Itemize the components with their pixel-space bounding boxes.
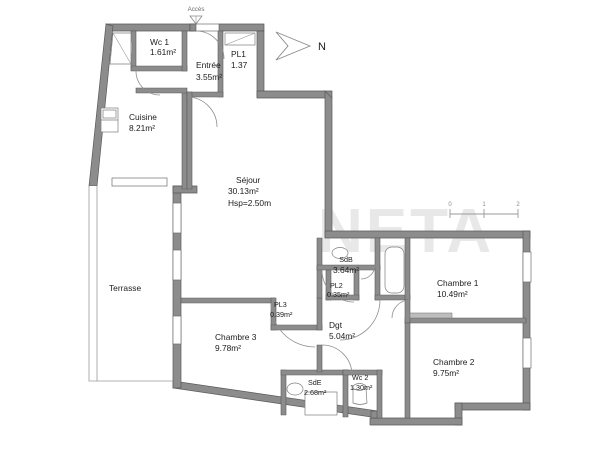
room-label-chambre2: Chambre 2 — [433, 357, 475, 367]
room-label-pl2: PL2 — [330, 281, 343, 290]
scale-tick-1: 1 — [482, 202, 486, 208]
window — [195, 23, 220, 32]
room-area-chambre2: 9.75m² — [433, 368, 459, 378]
window — [172, 315, 182, 345]
room-area-pl1: 1.37 — [231, 60, 248, 70]
room-hsp-sejour: Hsp=2.50m — [228, 198, 271, 208]
sde-sink-fixture — [286, 382, 304, 396]
room-area-cuisine: 8.21m² — [129, 123, 155, 133]
shower-fixture — [304, 391, 338, 416]
door-sliders — [409, 312, 453, 319]
room-area-chambre3: 9.78m² — [215, 343, 241, 353]
window — [111, 177, 168, 187]
bathtub-fixture — [384, 246, 405, 294]
room-area-dgt: 5.04m² — [329, 331, 355, 341]
room-label-sejour: Séjour — [236, 175, 260, 185]
scale-tick-0: 0 — [448, 202, 452, 208]
room-area-pl2: 0.35m² — [327, 290, 350, 299]
interior-walls — [130, 30, 527, 419]
room-label-sde: SdE — [308, 378, 322, 387]
room-labels: Wc 1 1.61m² Entrée 3.55m² PL1 1.37 Cuisi… — [109, 37, 479, 397]
north-letter: N — [318, 41, 326, 53]
scale-bar: 0 1 2 — [448, 202, 520, 218]
room-label-wc1: Wc 1 — [150, 37, 169, 47]
window — [172, 202, 182, 234]
room-area-wc1: 1.61m² — [150, 47, 176, 57]
window — [172, 249, 182, 281]
doors — [135, 30, 411, 376]
scale-tick-2: 2 — [516, 202, 520, 208]
room-label-sdb: SdB — [339, 255, 353, 264]
room-area-sejour: 30.13m² — [228, 186, 259, 196]
north-arrow: N — [275, 31, 326, 61]
fixtures — [100, 32, 405, 416]
room-label-wc2: Wc 2 — [352, 373, 368, 382]
sliding-door — [409, 312, 453, 319]
room-area-sde: 2.68m² — [304, 388, 327, 397]
room-area-pl3: 0.39m² — [270, 310, 293, 319]
room-label-pl1: PL1 — [231, 49, 246, 59]
access-marker: Accès — [188, 6, 205, 25]
room-label-cuisine: Cuisine — [129, 112, 157, 122]
window — [522, 337, 532, 369]
windows — [111, 23, 532, 369]
room-label-pl3: PL3 — [274, 300, 287, 309]
room-area-entree: 3.55m² — [196, 72, 222, 82]
room-label-chambre3: Chambre 3 — [215, 332, 257, 342]
kitchen-sink — [102, 109, 117, 119]
room-label-chambre1: Chambre 1 — [437, 278, 479, 288]
room-area-sdb: 3.64m² — [333, 265, 359, 275]
room-area-wc2: 1.30m² — [350, 383, 373, 392]
window — [522, 251, 532, 283]
room-label-entree: Entrée — [196, 60, 221, 70]
room-area-chambre1: 10.49m² — [437, 289, 468, 299]
terrace-outline — [88, 186, 173, 382]
room-label-dgt: Dgt — [329, 320, 343, 330]
sink-fixture — [331, 247, 349, 259]
room-label-terrasse: Terrasse — [109, 283, 141, 293]
access-label: Accès — [188, 6, 205, 13]
